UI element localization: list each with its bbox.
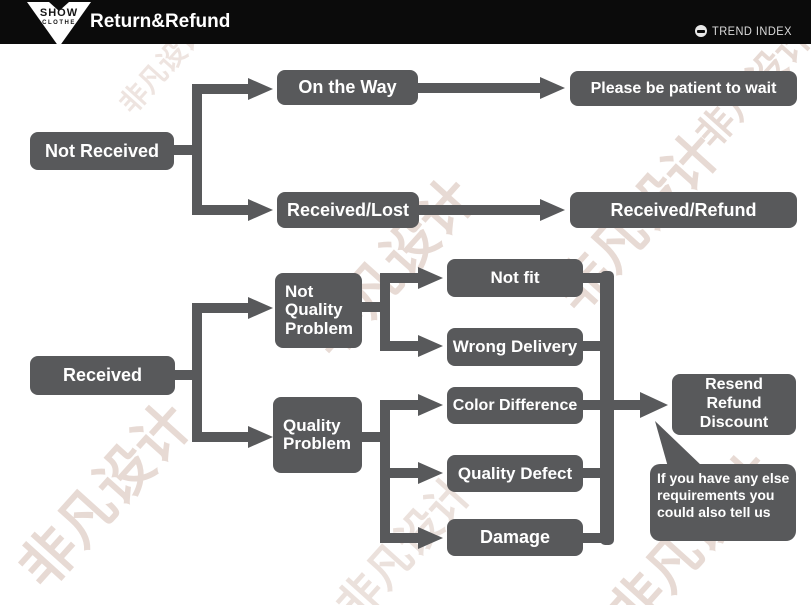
connector [419,205,542,215]
brand-label: TREND INDEX [712,24,793,38]
merge-rail [600,271,614,545]
node-received-lost: Received/Lost [277,192,419,228]
arrowhead [248,199,273,221]
connector [171,145,199,155]
node-resend-refund-discount: Resend Refund Discount [672,374,796,435]
connector [192,84,202,215]
connector [578,273,604,283]
connector [578,341,604,351]
node-damage: Damage [447,519,583,556]
connector [380,341,420,351]
node-received-refund: Received/Refund [570,192,797,228]
arrowhead [418,462,443,484]
note-line: requirements you [657,487,775,504]
arrowhead [248,297,273,319]
note-line: If you have any else [657,470,790,486]
connector [359,432,387,442]
node-please-be-patient: Please be patient to wait [570,71,797,106]
brand-logo-notch [49,2,69,11]
node-quality-problem: Quality Problem [273,397,362,473]
result-line: Discount [699,413,769,431]
connector [578,400,614,410]
node-wrong-delivery: Wrong Delivery [447,328,583,366]
arrowhead [640,392,668,418]
arrowhead [418,394,443,416]
result-line: Resend [705,376,763,394]
connector [192,432,250,442]
page-title: Return&Refund [90,11,231,32]
connector [173,370,199,380]
connector [380,400,420,410]
connector [359,302,387,312]
result-line: Refund [706,395,762,413]
node-not-fit: Not fit [447,259,583,297]
connector [380,273,420,283]
connector [578,468,604,478]
arrowhead [248,426,273,448]
logo-text-clothe: CLOTHE [42,20,76,26]
arrowhead [418,267,443,289]
node-color-difference: Color Difference [447,387,583,424]
header-bar: SHOW CLOTHE Return&Refund TREND INDEX [0,0,811,47]
node-not-received: Not Received [30,132,174,170]
connector [192,205,250,215]
watermark-text: 非凡设计 [7,390,204,600]
connector [380,468,420,478]
logo-text-show: SHOW [39,7,79,19]
arrowhead [418,335,443,357]
connector [192,303,250,313]
connector [192,303,202,442]
node-on-the-way: On the Way [277,70,418,105]
note-line: could also tell us [657,504,771,521]
connector [578,533,604,543]
node-not-quality-problem: Not Quality Problem [275,273,362,348]
arrowhead [540,199,565,221]
speech-bubble-note: If you have any else requirements you co… [650,464,796,541]
connector [192,84,250,94]
connector [380,533,420,543]
connector [380,273,390,351]
connector [418,83,542,93]
minus-circle-icon [695,25,708,37]
trend-index-brand: TREND INDEX [695,24,799,38]
arrowhead [418,527,443,549]
node-quality-defect: Quality Defect [447,455,583,492]
connector [612,400,642,410]
node-received: Received [30,356,175,395]
arrowhead [248,78,273,100]
arrowhead [540,77,565,99]
